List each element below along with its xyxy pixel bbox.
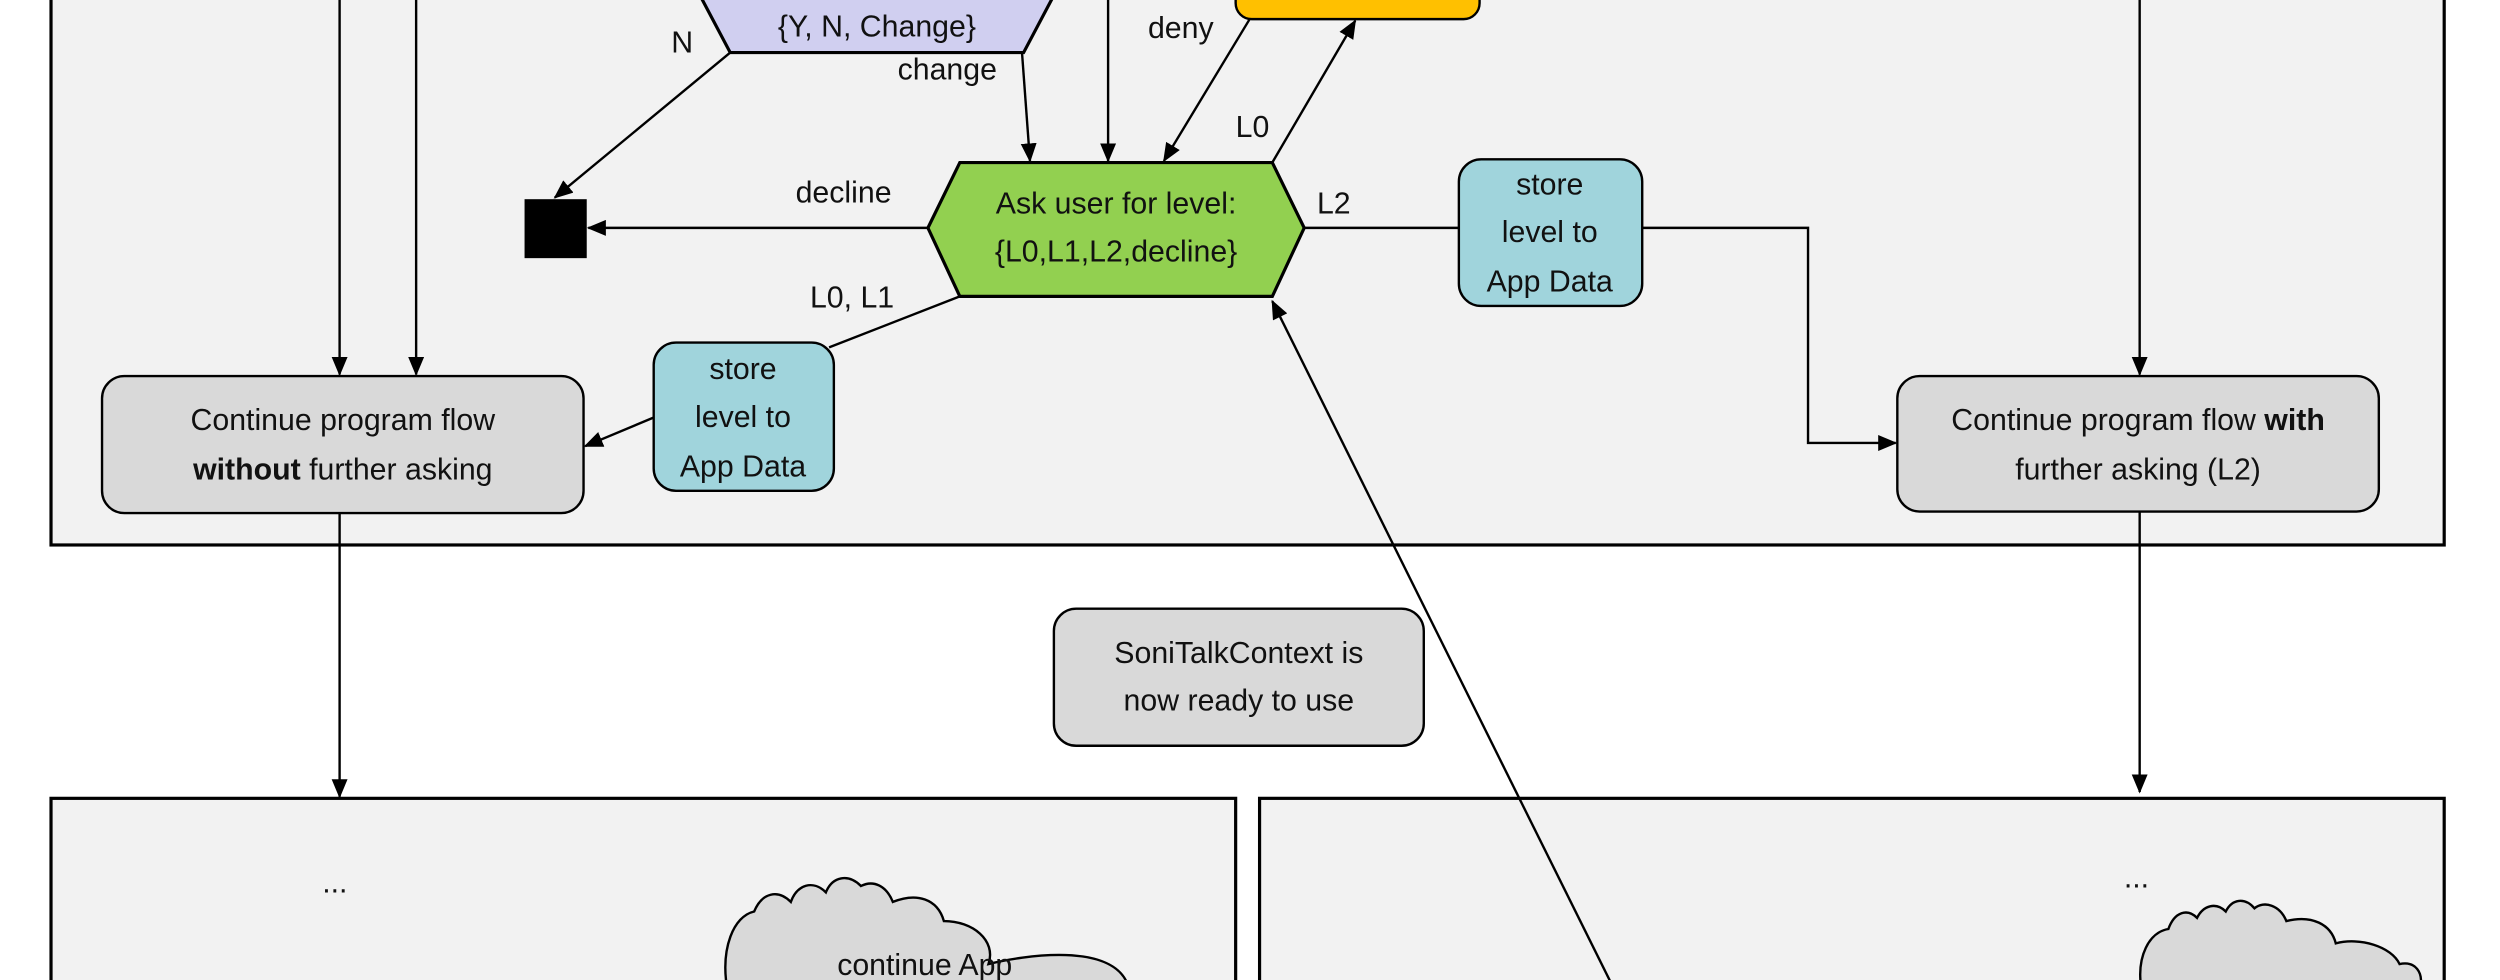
store-left-line3: App Data <box>680 450 806 483</box>
label-n: N <box>671 27 693 60</box>
label-decline: decline <box>796 176 892 209</box>
question-options: {Y, N, Change} <box>778 11 976 44</box>
permission-box <box>1234 0 1481 21</box>
edge-l0-l1 <box>828 295 961 349</box>
edge-return-to-ask <box>1271 299 1611 980</box>
edge-store-to-continue-with <box>1642 226 1898 451</box>
continue-with-line2: further asking (L2) <box>2015 454 2261 487</box>
end-node <box>524 199 587 259</box>
label-change: change <box>898 54 997 87</box>
edge-n <box>553 51 731 199</box>
edge-change <box>1020 52 1037 163</box>
store-level-box-right <box>1457 158 1644 308</box>
edge-store-to-continue <box>583 416 655 448</box>
ask-level-options: {L0,L1,L2,decline} <box>995 235 1237 268</box>
ask-level-hexagon <box>926 160 1306 298</box>
continue-without-line2: without further asking <box>192 454 492 487</box>
edge-deny <box>1162 15 1253 163</box>
question-hexagon <box>700 0 1054 55</box>
continue-without-box <box>100 374 585 515</box>
ellipsis-right: ... <box>2124 862 2149 895</box>
context-ready-line2: now ready to use <box>1124 685 1355 718</box>
store-level-box-left <box>652 341 836 492</box>
continue-without-line1: Continue program flow <box>191 404 496 437</box>
continue-with-box <box>1896 374 2381 513</box>
cloud-left-text: continue App <box>837 949 1012 980</box>
ask-level-title: Ask user for level: <box>996 188 1237 221</box>
context-ready-box <box>1052 607 1425 747</box>
label-l2: L2 <box>1317 188 1351 221</box>
label-l0: L0 <box>1236 111 1270 144</box>
cloud-left <box>724 877 1127 980</box>
store-right-line1: store <box>1516 168 1583 201</box>
store-left-line2: level to <box>695 401 791 434</box>
store-right-line3: App Data <box>1487 266 1613 299</box>
cloud-right <box>2139 899 2423 980</box>
ellipsis-left: ... <box>322 866 347 899</box>
store-right-line2: level to <box>1502 216 1598 249</box>
context-ready-line1: SoniTalkContext is <box>1114 637 1363 670</box>
label-deny: deny <box>1148 12 1215 45</box>
continue-with-line1: Continue program flow with <box>1951 404 2325 437</box>
edge-l0 <box>1271 19 1357 164</box>
store-left-line1: store <box>709 353 776 386</box>
bottom-left-frame <box>49 796 1238 980</box>
label-l0-l1: L0, L1 <box>810 282 894 315</box>
